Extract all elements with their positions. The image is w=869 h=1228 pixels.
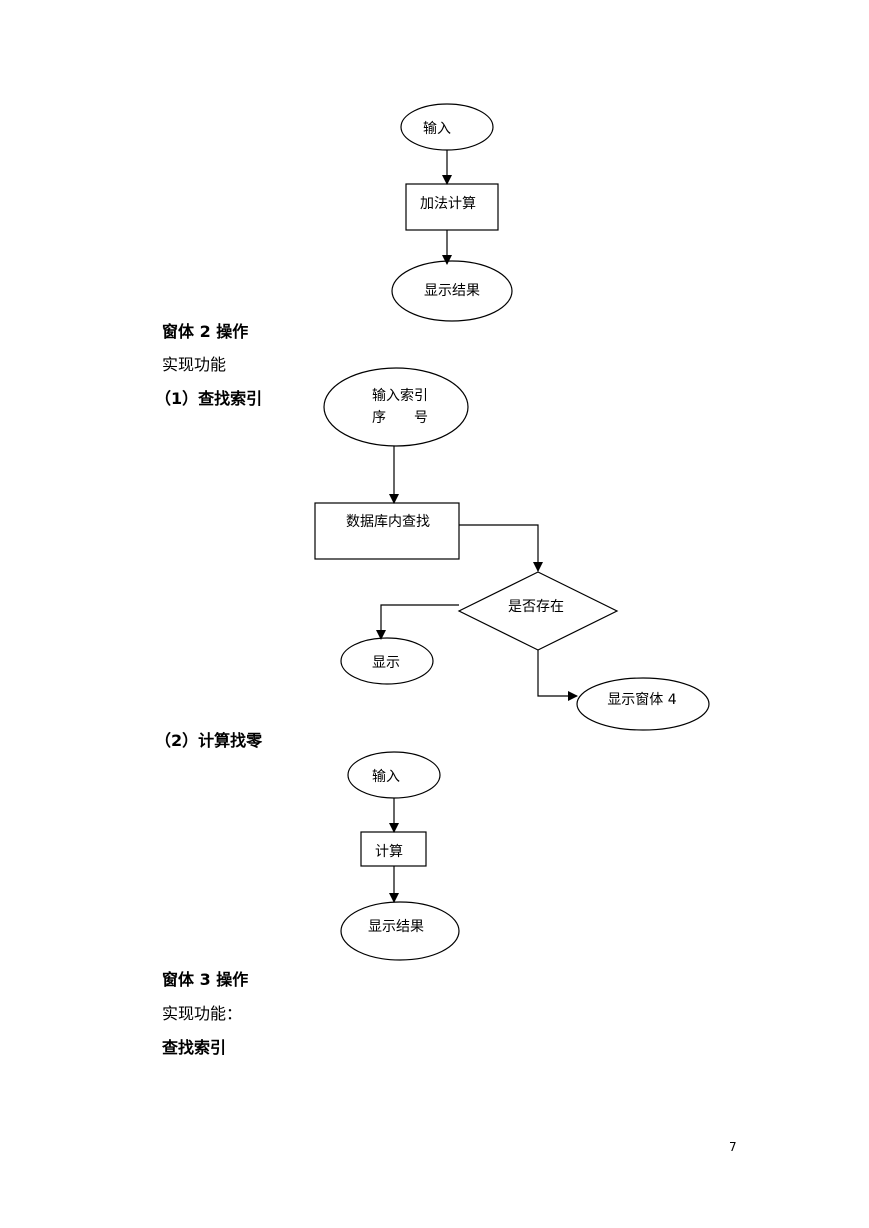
fc2-process-label: 数据库内查找 (346, 514, 430, 530)
window2-item2: （2）计算找零 (155, 731, 263, 750)
window3-subtitle: 实现功能： (162, 1004, 243, 1023)
window3-heading: 窗体 3 操作 (162, 970, 249, 989)
fc1-output-label: 显示结果 (424, 283, 480, 299)
window3-item1: 查找索引 (162, 1038, 227, 1057)
fc2-left-label: 显示 (372, 655, 400, 671)
fc1-input-label: 输入 (423, 121, 451, 137)
fc1-process-label: 加法计算 (420, 196, 476, 212)
page-number: 7 (729, 1140, 737, 1154)
fc2-input-ellipse (323, 367, 469, 447)
fc2-right-ellipse (576, 677, 710, 731)
fc2-arrow-left (376, 604, 459, 640)
fc2-process-box (314, 502, 460, 560)
fc3-output-label: 显示结果 (368, 919, 424, 935)
fc3-input-label: 输入 (372, 769, 400, 785)
fc1-process-box (405, 183, 499, 231)
fc2-arrow-2 (459, 524, 543, 572)
fc2-input-label-line1: 输入索引 (372, 388, 428, 404)
window2-item1: （1）查找索引 (155, 389, 263, 408)
fc2-right-label: 显示窗体 4 (607, 692, 677, 708)
fc3-output-ellipse (340, 901, 460, 961)
fc2-input-label-line2: 序 号 (372, 410, 428, 426)
fc2-decision-label: 是否存在 (508, 599, 564, 615)
window2-heading: 窗体 2 操作 (162, 322, 249, 341)
fc3-process-label: 计算 (375, 844, 403, 860)
fc2-arrow-right (537, 650, 578, 701)
window2-subtitle: 实现功能 (162, 355, 227, 374)
fc1-output-ellipse (391, 260, 513, 322)
fc2-left-ellipse (340, 637, 434, 685)
